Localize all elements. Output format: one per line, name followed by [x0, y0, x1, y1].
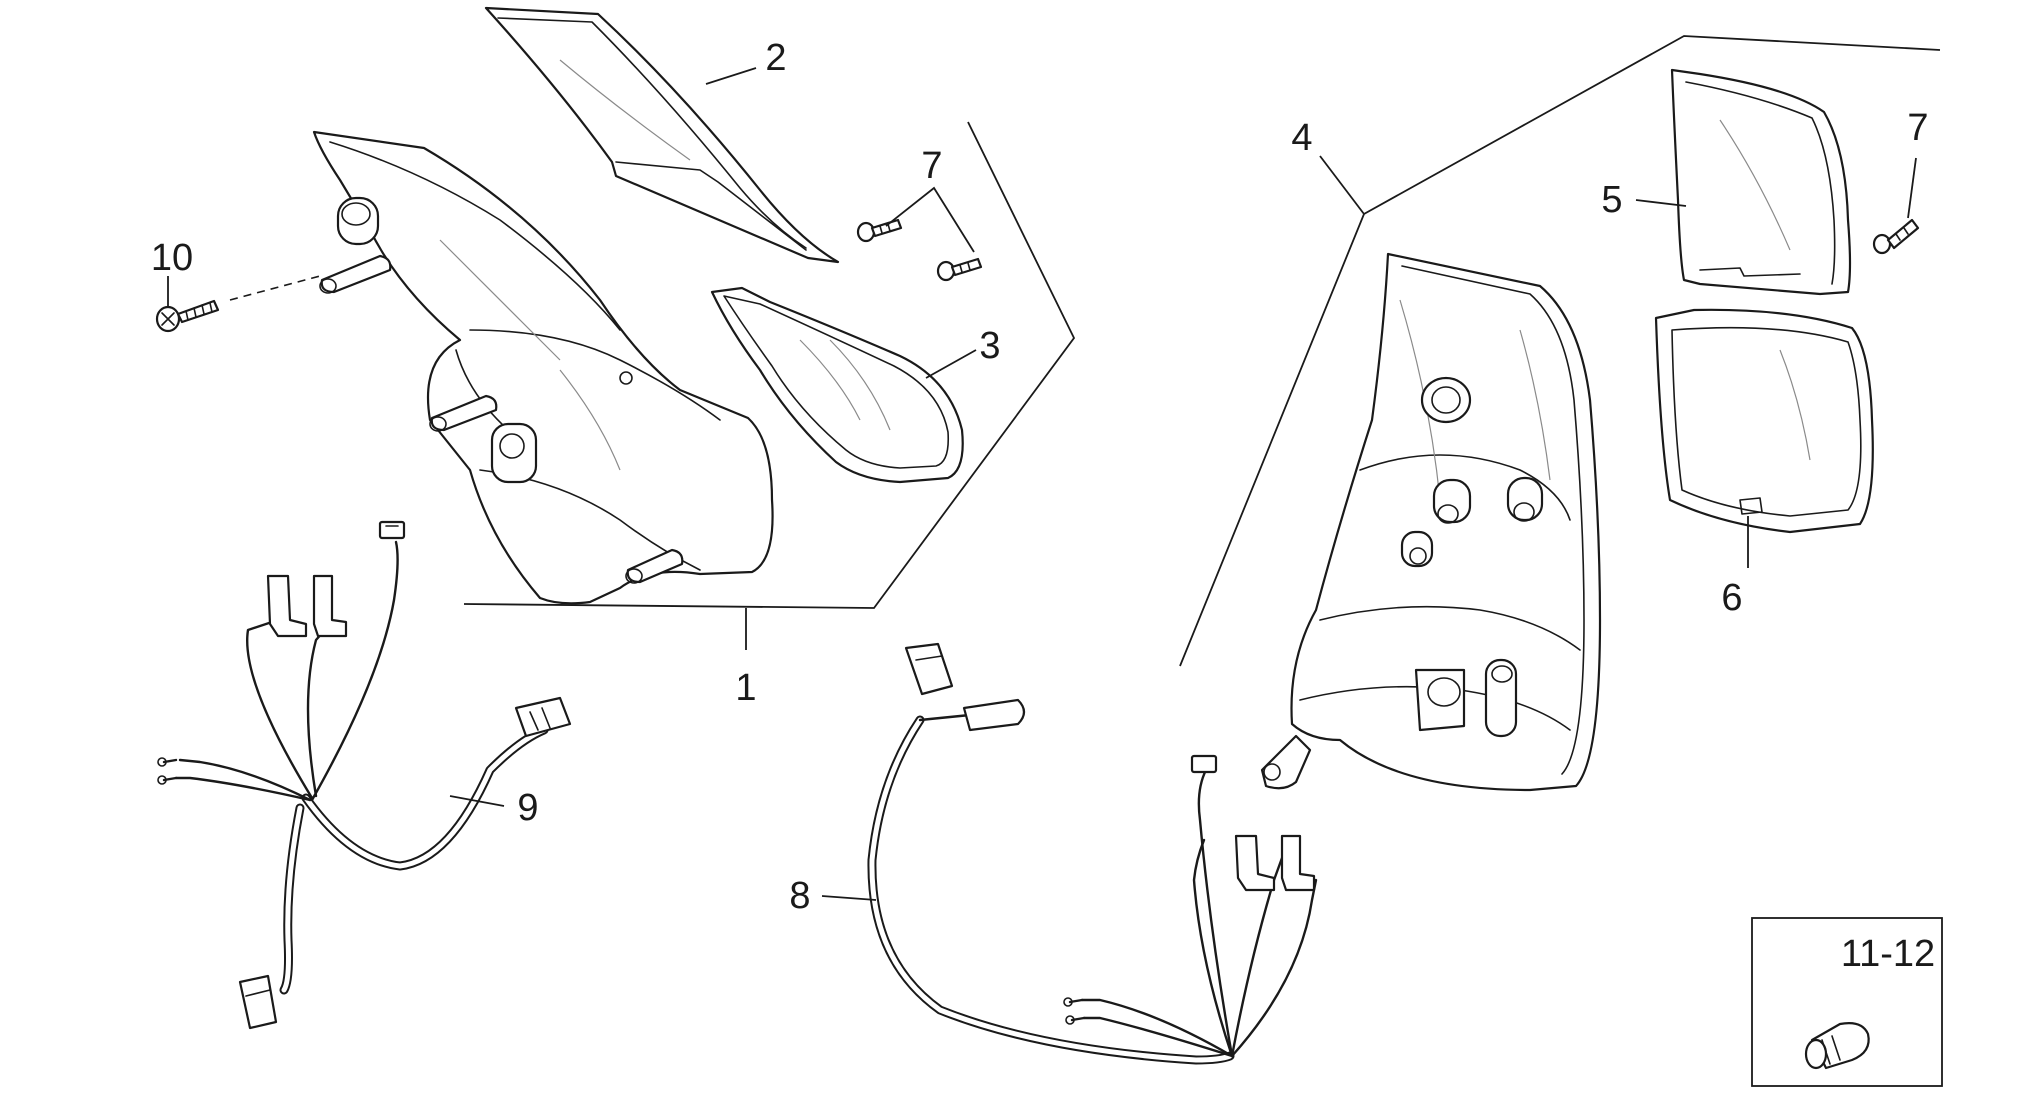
leader-4: [1319, 155, 1365, 215]
part-5-right-upper-lens: [1670, 68, 1852, 296]
part-11-12-bulb-inset: [1751, 917, 1943, 1087]
leader-9: [449, 795, 505, 807]
part-3-reflector: [710, 286, 964, 484]
callout-10: 10: [151, 237, 193, 279]
part-7-screw-left-b: [936, 257, 983, 282]
leader-7b: [1907, 157, 1917, 219]
part-7-screw-right: [1872, 218, 1920, 255]
part-2-upper-lens: [484, 6, 840, 264]
group-frame-right: [1179, 35, 1941, 667]
leader-2: [705, 67, 757, 85]
callout-3: 3: [979, 325, 1000, 367]
leader-8: [821, 895, 877, 901]
part-6-right-reflector: [1654, 308, 1874, 534]
part-1-left-housing: [312, 130, 774, 605]
callout-8: 8: [789, 875, 810, 917]
part-7-screw-left-a: [856, 218, 903, 243]
part-8-wiring-harness-right: [867, 642, 1318, 1065]
assembly-dash-line: [229, 275, 321, 301]
part-4-right-housing: [1260, 252, 1602, 792]
leader-5: [1635, 199, 1687, 207]
leader-3: [925, 349, 977, 379]
callout-11-12: 11-12: [1841, 933, 1935, 975]
callout-7b: 7: [1907, 107, 1928, 149]
part-9-wiring-harness-left: [157, 520, 572, 1030]
group-frame-left: [463, 121, 1076, 609]
callout-9: 9: [517, 787, 538, 829]
callout-4: 4: [1291, 117, 1312, 159]
callout-2: 2: [765, 37, 786, 79]
callout-1: 1: [735, 667, 756, 709]
leader-7a: [885, 186, 975, 253]
callout-5: 5: [1601, 179, 1622, 221]
callout-7a: 7: [921, 145, 942, 187]
callout-6: 6: [1721, 577, 1742, 619]
part-10-screw: [155, 299, 220, 333]
